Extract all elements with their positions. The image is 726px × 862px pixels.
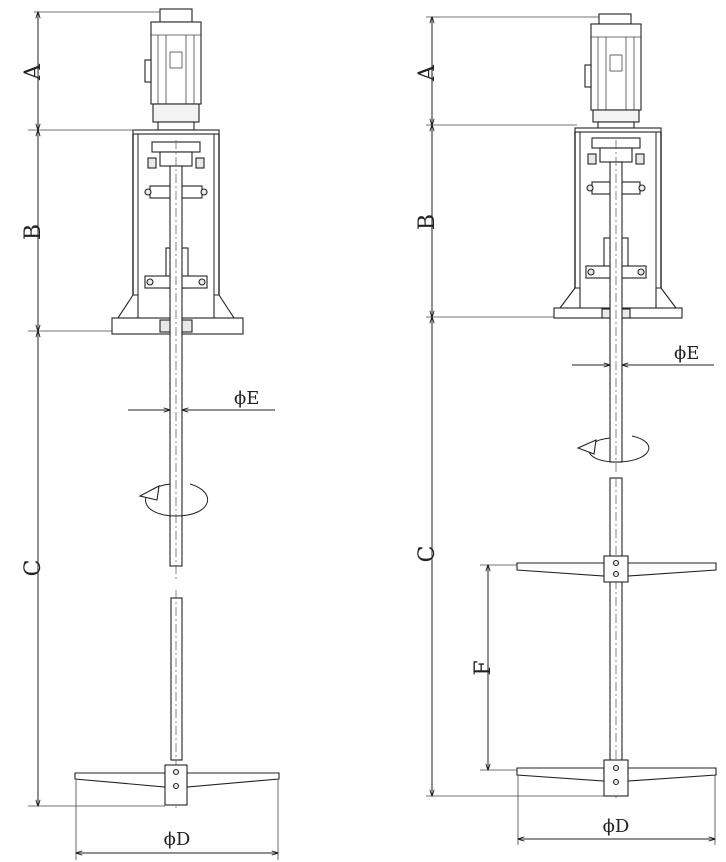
rotation-arrow-right — [576, 435, 650, 463]
dim-label-B-left: B — [21, 224, 46, 240]
dim-label-D-left: ϕD — [164, 829, 191, 850]
dim-label-C-right: C — [415, 546, 440, 563]
shaft-right — [609, 140, 623, 800]
impeller-right-lower — [516, 759, 717, 797]
drawing-double-impeller: A B C F ϕE ϕD — [415, 13, 717, 845]
motor-left — [144, 8, 202, 131]
dimension-D-right — [518, 775, 715, 845]
dim-label-E-left: ϕE — [234, 388, 259, 409]
dim-label-F-right: F — [471, 660, 496, 675]
impeller-right-upper — [516, 555, 717, 583]
dimension-line-right — [426, 17, 604, 796]
motor-right — [584, 13, 642, 129]
dim-label-E-right: ϕE — [674, 343, 699, 364]
dimension-D-left — [76, 780, 278, 860]
dim-label-A-right: A — [415, 64, 440, 82]
rotation-arrow-left — [138, 483, 209, 517]
dimension-F-right — [480, 565, 517, 770]
dim-label-A-left: A — [21, 63, 46, 81]
drawing-single-impeller: A B C ϕE ϕD — [21, 8, 280, 860]
impeller-left — [74, 764, 280, 806]
dim-label-B-right: B — [415, 214, 440, 230]
dim-label-C-left: C — [21, 560, 46, 577]
dim-label-D-right: ϕD — [603, 816, 630, 837]
dimension-line-left — [28, 12, 165, 806]
shaft-left — [169, 140, 183, 810]
